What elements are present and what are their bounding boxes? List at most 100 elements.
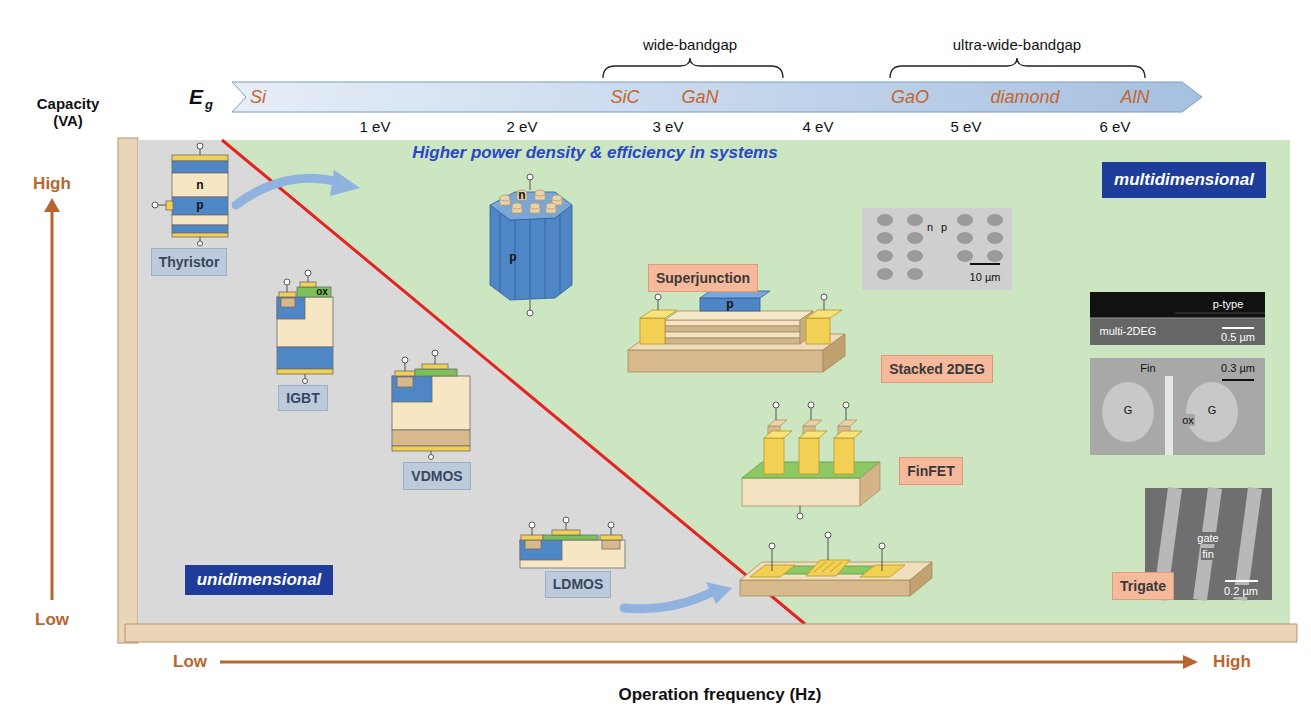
sem-image-superjunction-part-part [877,214,893,226]
sem-image-superjunction-part-part [987,232,1003,244]
finfet-drawing-part [797,513,803,519]
bandgap-arrow [232,82,1202,112]
vdmos-drawing-part [397,377,413,387]
axis-end-label: Low [35,610,69,630]
sem-image-superjunction-part-part [987,250,1003,262]
superjunction-drawing-part [500,214,501,292]
floor-bar [125,624,1297,642]
sem-image-fin [1090,358,1265,455]
stacked-2deg-drawing-part [658,300,659,310]
sem-image-2deg-part [1090,292,1265,318]
stacked-2deg-drawing-part [700,298,760,311]
thyristor-drawing-part [152,202,158,208]
trigate-drawing-part [879,543,885,549]
axis-title: Capacity (VA) [28,95,108,130]
image-label: gate [1196,532,1219,545]
stacked-2deg-drawing-part [640,310,677,318]
material-name: AlN [1120,87,1149,108]
material-name: diamond [990,87,1059,108]
sem-image-superjunction-part-part [907,214,923,226]
finfet-drawing-part [742,478,860,506]
trigate-drawing-part [882,549,883,571]
superjunction-drawing-part-part [535,190,545,196]
sem-image-fin-part [1186,382,1238,442]
vdmos-drawing-part [395,371,415,376]
sem-image-2deg [1090,292,1265,345]
trend-arrow-part [236,178,338,205]
headline: Higher power density & efficiency in sys… [412,143,777,163]
layer-label: p [509,251,516,265]
box-text: multidimensional [1114,170,1254,190]
tick-label: 2 eV [507,118,538,135]
superjunction-drawing-part [530,220,531,299]
thyristor-drawing-part [158,205,166,206]
category-box: unidimensional [185,565,334,595]
ldmos-drawing-part [552,530,580,535]
image-label: p-type [1212,298,1245,311]
sem-image-fin-part [1222,379,1254,381]
sem-image-superjunction-part-part [877,250,893,262]
ldmos-drawing [520,517,625,568]
finfet-drawing-part [776,408,777,420]
igbt-drawing-part [277,347,333,369]
sem-image-superjunction-part-part [907,268,923,280]
ldmos-drawing-part [563,517,569,523]
ldmos-drawing-part [602,540,620,549]
trend-arrow-part [706,582,732,604]
axis-end-label: High [1213,652,1251,672]
device-label: Trigate [1112,572,1174,600]
box-text: FinFET [907,463,954,479]
trigate-drawing-part [830,562,842,572]
axis-title: Operation frequency (Hz) [618,685,821,705]
finfet-drawing-part [808,402,814,408]
trigate-drawing-part [828,538,829,560]
stacked-2deg-drawing-part [665,332,800,338]
tick-label: 5 eV [951,118,982,135]
ldmos-drawing-part [608,522,614,528]
finfet-drawing [742,402,880,519]
finfet-drawing-part [838,420,857,426]
device-label: LDMOS [545,571,612,598]
finfet-drawing-part [843,402,849,408]
ldmos-drawing-part [543,535,598,540]
category-box: multidimensional [1102,162,1266,198]
sem-image-superjunction-part-part [987,214,1003,226]
vdmos-drawing-part [422,364,448,369]
bracket-part [890,58,1145,78]
sem-image-fin-part [1165,376,1173,455]
igbt-drawing-part [284,279,290,285]
superjunction-drawing-part [490,192,572,220]
vdmos-drawing-part [435,356,436,364]
thyristor-drawing-part [172,173,228,197]
sem-image-superjunction-part-part [877,232,893,244]
finfet-drawing-part [799,438,819,474]
sem-image-superjunction-part-part [957,250,973,262]
axis-symbol: E [189,85,203,109]
vdmos-drawing [392,350,470,460]
image-label: fin [1201,548,1215,561]
vdmos-drawing-part [392,376,470,430]
ldmos-drawing-part [532,528,533,535]
sem-image-superjunction [862,208,1012,290]
finfet-drawing-part [846,408,847,420]
axis-symbol-subscript: g [205,98,213,113]
superjunction-drawing-part [500,190,562,213]
stacked-2deg-drawing-part [806,310,842,318]
layer-label: n [196,179,203,193]
axis-bar [118,138,138,643]
thyristor-drawing [152,143,228,246]
axis-end-label: High [33,174,71,194]
device-label: FinFET [899,457,962,485]
stacked-2deg-drawing-part [821,294,827,300]
box-text: IGBT [286,390,319,406]
igbt-drawing-part [281,298,295,307]
superjunction-drawing [490,174,572,316]
layer-label: ox [316,286,328,298]
stacked-2deg-drawing-part [655,294,661,300]
finfet-drawing-part [764,431,792,438]
thyristor-drawing-part [198,241,203,246]
finfet-drawing-part [860,462,880,506]
superjunction-drawing-part-part [552,195,562,201]
axis-end-label: Low [173,652,207,672]
